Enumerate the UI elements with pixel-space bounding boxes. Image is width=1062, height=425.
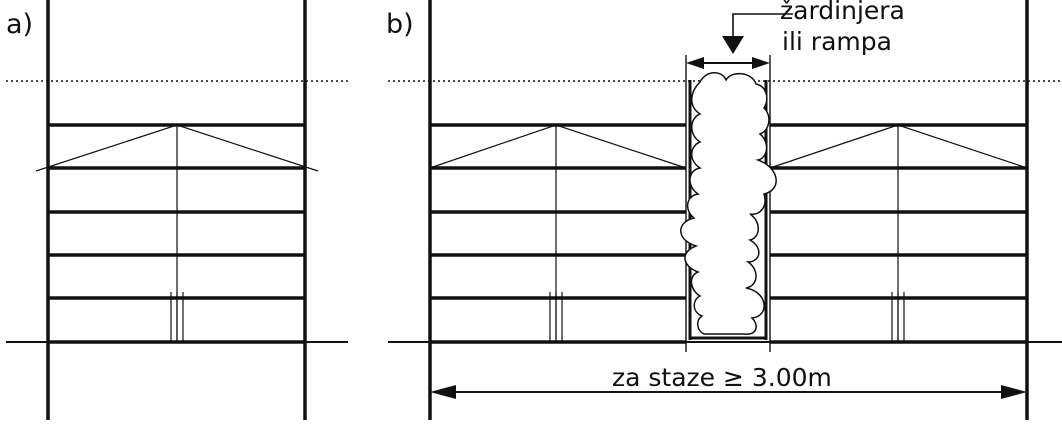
- right-bay-slopes: [769, 124, 1028, 169]
- width-dimension-label: za staze ≥ 3.00m: [612, 363, 832, 392]
- shrub-foliage: [680, 72, 777, 335]
- panel-a: a): [6, 0, 348, 420]
- callout-line-1: žardinjera: [780, 0, 905, 25]
- width-dimension: [430, 362, 1027, 399]
- panel-a-label: a): [6, 9, 33, 40]
- planter-width-dimension: [686, 57, 770, 69]
- callout-arrow: [722, 13, 793, 54]
- callout-line-2: ili rampa: [782, 27, 892, 56]
- left-bay-bands: [430, 123, 686, 344]
- slope-lines: [35, 124, 319, 172]
- lane-marks: [170, 292, 184, 342]
- left-bay-slopes: [429, 124, 687, 169]
- left-bay-lane-marks: [549, 292, 563, 342]
- right-bay-lane-marks: [891, 292, 905, 342]
- panel-b: b): [386, 0, 1062, 420]
- panel-b-label: b): [386, 9, 414, 40]
